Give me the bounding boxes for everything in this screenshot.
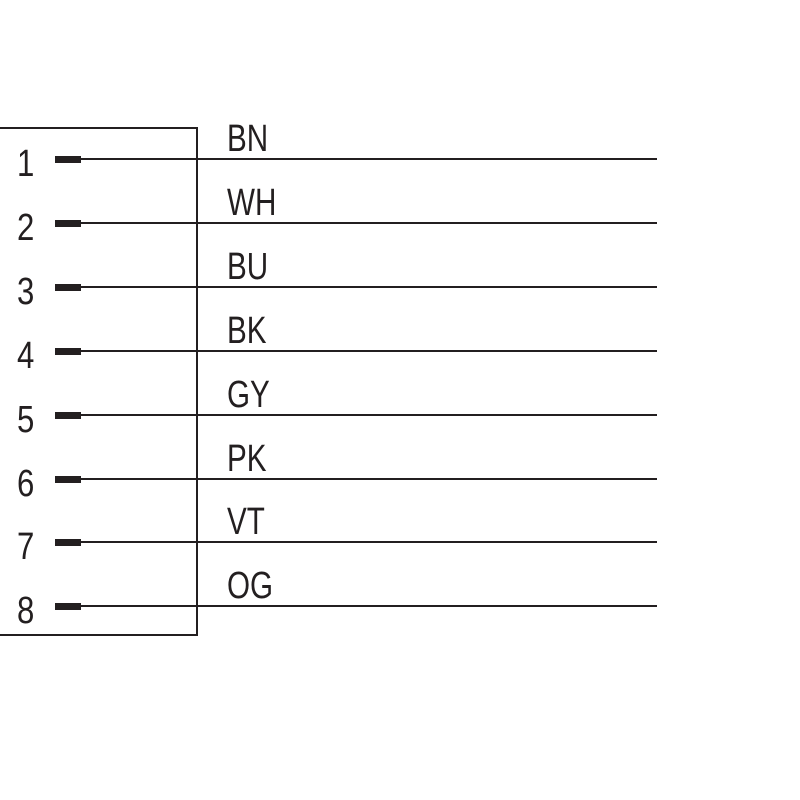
pin-row: 1 BN <box>17 118 657 185</box>
wire-color-label: BU <box>227 246 268 288</box>
pin-contact <box>55 284 81 291</box>
pin-contact <box>55 412 81 419</box>
pin-contact <box>55 156 81 163</box>
pin-number: 3 <box>17 271 34 313</box>
pin-row: 4 BK <box>17 310 657 377</box>
pin-row: 5 GY <box>17 374 657 441</box>
pin-row: 7 VT <box>17 501 657 568</box>
pin-contact <box>55 539 81 546</box>
wire-color-label: WH <box>227 182 276 224</box>
pin-number: 6 <box>17 463 34 505</box>
wire-color-label: OG <box>227 565 273 607</box>
pin-contact <box>55 348 81 355</box>
pin-row: 8 OG <box>17 565 657 632</box>
pin-row: 3 BU <box>17 246 657 313</box>
pin-number: 2 <box>17 207 34 249</box>
wire-color-label: VT <box>227 501 265 543</box>
wire-color-label: GY <box>227 374 270 416</box>
pin-number: 1 <box>17 143 34 185</box>
pin-number: 8 <box>17 590 34 632</box>
pin-row: 2 WH <box>17 182 657 249</box>
pin-number: 5 <box>17 399 34 441</box>
pin-row: 6 PK <box>17 438 657 505</box>
pin-rows: 1 BN 2 WH 3 BU 4 BK 5 GY 6 PK 7 VT 8 OG <box>17 118 657 632</box>
pin-number: 7 <box>17 526 34 568</box>
wire-color-label: BN <box>227 118 268 160</box>
pin-number: 4 <box>17 335 34 377</box>
pin-contact <box>55 603 81 610</box>
pin-contact <box>55 476 81 483</box>
pin-contact <box>55 220 81 227</box>
wire-color-label: PK <box>227 438 267 480</box>
wire-color-label: BK <box>227 310 267 352</box>
